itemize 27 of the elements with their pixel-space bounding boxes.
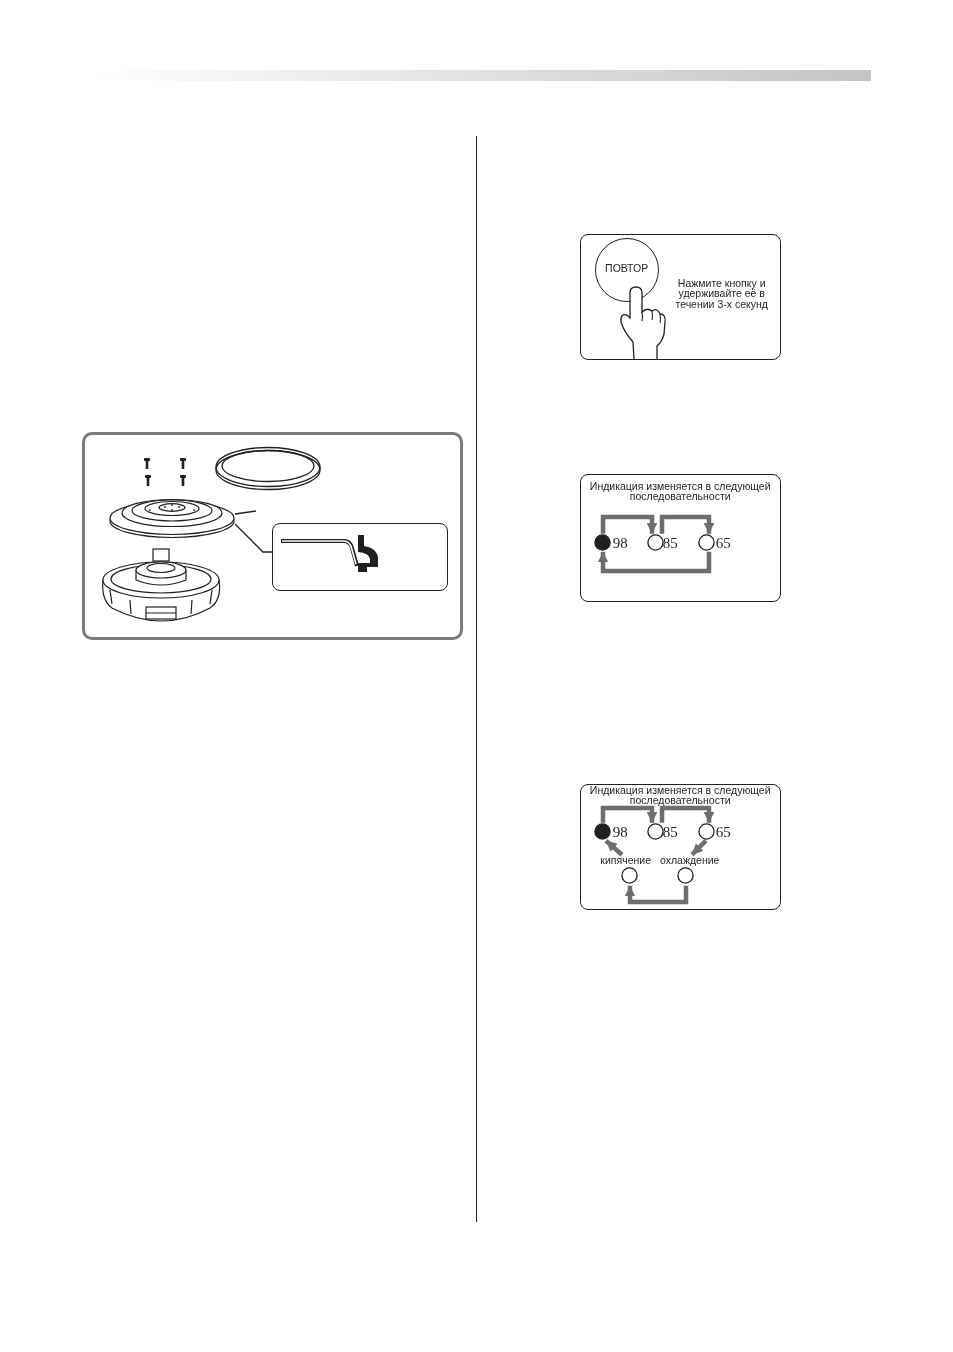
instruction-panel [580,234,781,360]
arrow [659,514,715,534]
instruction-text: Нажмите кнопку и удерживайте её в течении 3-х секунд [674,277,769,311]
temperature-label: 65 [715,533,732,552]
mode-label: кипячение [599,854,652,866]
leader-line [234,523,273,553]
sequence-note: Индикация изменяется в следующей последовательности [588,480,772,502]
arrow [690,839,708,857]
arrow [600,514,658,534]
sequence-panel [580,474,781,602]
lid-plate-drawing [109,497,235,539]
detail-inset-frame [272,523,448,591]
leader-line [234,510,257,515]
temperature-label: 65 [715,822,732,841]
arrow [597,551,712,574]
arrow [624,885,689,905]
sequence-note: Индикация изменяется в следующей последовательности [588,784,772,805]
temperature-label: 85 [662,822,679,841]
temperature-label: 98 [612,533,629,552]
temperature-label: 98 [612,822,629,841]
arrow [659,805,715,823]
sequence-panel [580,784,781,910]
mode-label: охлаждение [658,854,721,866]
illustration-frame [82,432,463,640]
arrow [600,805,658,823]
temperature-label: 85 [662,533,679,552]
arrow [604,839,624,857]
